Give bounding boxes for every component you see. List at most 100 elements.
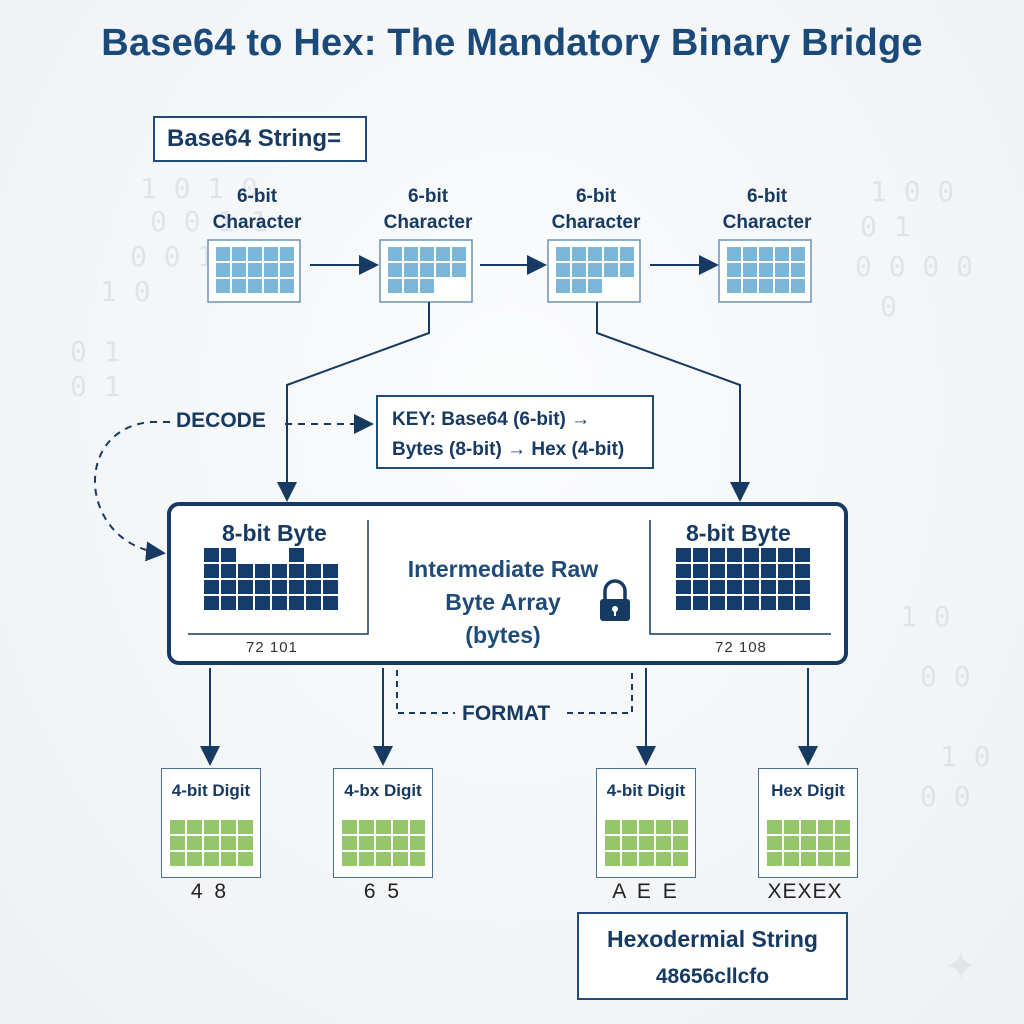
bit-cell: [572, 247, 586, 261]
base64-string-label: Base64 String=: [153, 116, 367, 162]
bit-cell: [264, 263, 278, 277]
digit-box-1: 4-bit Digit: [161, 768, 261, 878]
bit-cell: [791, 279, 805, 293]
character-bits: 6-bit: [575, 186, 617, 207]
digit-output-4: XEXEX: [767, 880, 843, 903]
digit-box-2: 4-bx Digit: [333, 768, 433, 878]
hex-string-value: 48656cllcfo: [655, 965, 770, 988]
page-title: Base64 to Hex: The Mandatory Binary Brid…: [101, 22, 923, 64]
bit-cell: [759, 247, 773, 261]
bit-cell: [556, 247, 570, 261]
digit-output-3: A E E: [612, 880, 680, 903]
character-bits: 6-bit: [236, 186, 278, 207]
bit-cell: [791, 263, 805, 277]
raw-line-2: Byte Array: [445, 589, 561, 615]
bit-cell: [404, 279, 418, 293]
bit-cell: [572, 279, 586, 293]
bit-cell: [248, 263, 262, 277]
digit-title: 4-bit Digit: [606, 781, 686, 800]
bit-cell: [216, 263, 230, 277]
bit-cell: [727, 279, 741, 293]
bit-cell: [216, 247, 230, 261]
bit-cell: [248, 247, 262, 261]
bit-cell: [388, 263, 402, 277]
bit-cell: [280, 247, 294, 261]
bit-cell: [759, 279, 773, 293]
raw-line-1: Intermediate Raw: [407, 556, 599, 582]
bit-cell: [743, 279, 757, 293]
bit-cell: [743, 263, 757, 277]
byte-title-left: 8-bit Byte: [222, 520, 327, 546]
character-label-4: 6-bit Character: [697, 184, 837, 236]
character-bits: 6-bit: [746, 186, 788, 207]
bit-cell: [388, 279, 402, 293]
bit-cell: [280, 263, 294, 277]
bit-cell: [436, 247, 450, 261]
key-line-1: KEY: Base64 (6-bit) →: [392, 409, 591, 430]
hex-string-box: Hexodermial String 48656cllcfo: [577, 912, 848, 1000]
bit-cell: [588, 247, 602, 261]
bit-cell: [452, 247, 466, 261]
bit-cell: [404, 247, 418, 261]
digit-title: 4-bx Digit: [344, 781, 422, 800]
bit-cell: [216, 279, 230, 293]
bit-cell: [759, 263, 773, 277]
sparkle-icon: ✦: [944, 945, 978, 989]
character-label-3: 6-bit Character: [526, 184, 666, 236]
byte-title-right: 8-bit Byte: [686, 520, 791, 546]
bit-cell: [743, 247, 757, 261]
bit-cell: [588, 263, 602, 277]
bit-cell: [264, 247, 278, 261]
bit-cell: [232, 247, 246, 261]
digit-box-4: Hex Digit: [758, 768, 858, 878]
digit-output-2: 6 5: [363, 880, 403, 903]
intermediate-raw-label: Intermediate Raw Byte Array (bytes): [398, 553, 608, 652]
character-word: Character: [383, 212, 473, 233]
raw-line-3: (bytes): [465, 622, 541, 648]
bit-cell: [388, 247, 402, 261]
digit-title: Hex Digit: [771, 781, 845, 800]
bit-cell: [248, 279, 262, 293]
byte-values-left: 72 101: [246, 639, 298, 656]
character-label-2: 6-bit Character: [358, 184, 498, 236]
decode-loop-arrow: [93, 421, 170, 562]
character-label-1: 6-bit Character: [187, 184, 327, 236]
bit-cell: [620, 247, 634, 261]
bit-cell: [572, 263, 586, 277]
bit-cell: [436, 263, 450, 277]
hex-string-title: Hexodermial String: [607, 926, 818, 952]
format-label: FORMAT: [462, 702, 551, 725]
digit-output-1: 4 8: [190, 880, 230, 903]
byte-values-right: 72 108: [715, 639, 767, 656]
bit-cell: [775, 263, 789, 277]
bit-cell: [420, 279, 434, 293]
bit-cell: [775, 247, 789, 261]
bit-cell: [232, 263, 246, 277]
key-box: KEY: Base64 (6-bit) → Bytes (8-bit) → He…: [376, 395, 654, 469]
decode-path-left: [277, 302, 430, 502]
bit-cell: [280, 279, 294, 293]
bit-cell: [604, 263, 618, 277]
bit-cell: [452, 263, 466, 277]
decode-path-right: [596, 302, 750, 502]
bit-cell: [620, 263, 634, 277]
bit-cell: [556, 263, 570, 277]
character-word: Character: [212, 212, 302, 233]
bit-cell: [404, 263, 418, 277]
character-word: Character: [551, 212, 641, 233]
bit-cell: [232, 279, 246, 293]
bit-cell: [727, 263, 741, 277]
bit-cell: [604, 247, 618, 261]
bit-cell: [264, 279, 278, 293]
digit-title: 4-bit Digit: [171, 781, 251, 800]
digit-box-3: 4-bit Digit: [596, 768, 696, 878]
format-bracket-left: [396, 670, 455, 714]
bit-cell: [791, 247, 805, 261]
bit-cell: [727, 247, 741, 261]
character-boxes: [207, 239, 812, 303]
character-word: Character: [722, 212, 812, 233]
character-bits: 6-bit: [407, 186, 449, 207]
bit-cell: [588, 279, 602, 293]
decode-label: DECODE: [176, 409, 266, 432]
